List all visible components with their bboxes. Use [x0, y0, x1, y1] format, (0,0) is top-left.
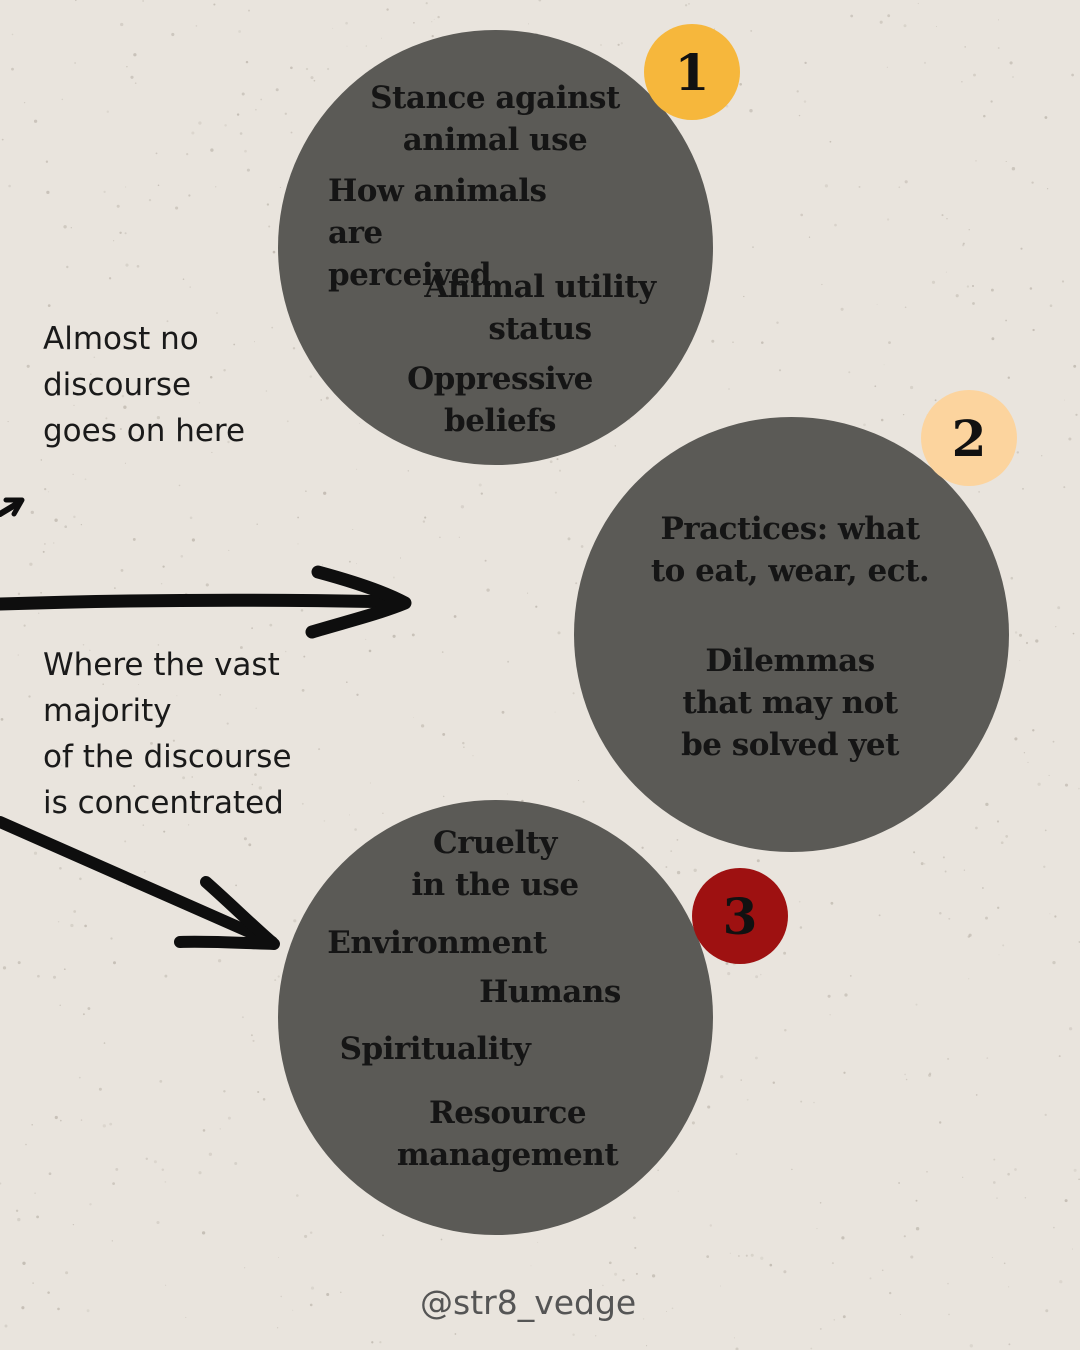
circle-3: [278, 800, 713, 1235]
author-handle: @str8_vedge: [420, 1283, 637, 1322]
arrow-to-circle-3: [0, 816, 278, 948]
circle-2-item-practices: Practices: what to eat, wear, ect.: [650, 511, 930, 589]
circle-3-item-humans: Humans: [479, 974, 621, 1010]
circle-1-item-beliefs: Oppressive beliefs: [407, 361, 593, 439]
circle-1-item-utility: Animal utility status: [424, 269, 656, 347]
circle-2-item-dilemmas: Dilemmas that may not be solved yet: [681, 643, 899, 763]
badge-1: 1: [644, 24, 740, 120]
note-majority-discourse: Where the vast majority of the discourse…: [43, 647, 292, 821]
arrow-to-circle-1: [0, 499, 23, 517]
arrow-to-circle-2-head: [305, 565, 412, 639]
circle-2: [574, 417, 1009, 852]
arrow-to-circle-1-head: [3, 497, 25, 517]
badge-2: 2: [921, 390, 1017, 486]
note-almost-no-discourse: Almost no discourse goes on here: [43, 321, 246, 449]
circle-1: [278, 30, 713, 465]
circle-3-item-spirituality: Spirituality: [339, 1031, 531, 1067]
arrow-to-circle-3-head: [174, 876, 280, 950]
badge-3: 3: [692, 868, 788, 964]
circle-3-item-resource: Resource management: [396, 1095, 619, 1173]
circle-3-item-environment: Environment: [327, 925, 547, 961]
circle-3-item-cruelty: Cruelty in the use: [411, 825, 579, 903]
circle-1-item-stance: Stance against animal use: [370, 80, 620, 158]
arrow-to-circle-2: [0, 593, 409, 611]
circle-1-item-perception: How animals are perceived: [328, 173, 547, 293]
